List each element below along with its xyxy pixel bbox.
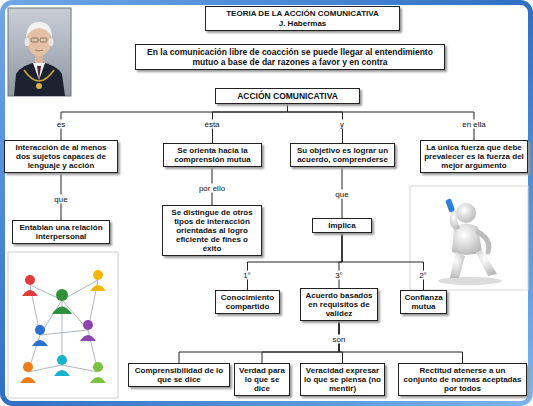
concept-box: Implica [312, 218, 372, 233]
concept-box: Confianza mutua [400, 290, 447, 314]
node-text: Entablan una relación interpersonal [16, 223, 106, 241]
edge-label: ésta [202, 120, 221, 129]
node-text: En la comunicación libre de coacción se … [139, 47, 441, 67]
concept-box: Se distingue de otros tipos de interacci… [162, 205, 262, 256]
node-text: J. Habermas [209, 19, 396, 29]
concept-box: Verdad para lo que se dice [234, 363, 290, 396]
edge-label: es [55, 120, 67, 129]
node-text: Comprensibilidad de lo que se dice [132, 366, 226, 384]
concept-box: Su objetivo es lograr un acuerdo, compre… [290, 143, 395, 167]
edge-label: por ello [197, 184, 227, 193]
concept-box: Conocimiento compartido [215, 290, 280, 314]
node-text: Acuerdo basados en requisitos de validez [304, 291, 374, 318]
node-text: Se orienta hacia la comprensión mutua [167, 146, 258, 164]
edge-label: 1° [241, 271, 253, 280]
node-text: Interacción de al menos dos sujetos capa… [8, 143, 114, 170]
connector [262, 321, 339, 363]
edge-label: 2° [417, 271, 429, 280]
concept-box: ACCIÓN COMUNICATIVA [215, 88, 360, 104]
connector [213, 104, 288, 143]
edge-label: que [333, 190, 350, 199]
concept-box: Acuerdo basados en requisitos de validez [300, 288, 378, 321]
concept-box: Interacción de al menos dos sujetos capa… [4, 140, 118, 173]
edge-label: son [331, 335, 348, 344]
page-frame [3, 3, 531, 404]
node-text: La única fuerza que debe prevalecer es l… [424, 143, 524, 170]
node-text: Confianza mutua [404, 293, 443, 311]
connector [179, 321, 339, 363]
edge-label: y [338, 120, 346, 129]
concept-box: Rectitud atenerse a un conjunto de norma… [398, 363, 527, 396]
people-network-illustration [8, 252, 118, 398]
connector [342, 233, 424, 290]
edge-label: en ella [460, 120, 488, 129]
concept-box: Entablan una relación interpersonal [12, 220, 110, 244]
node-text: Su objetivo es lograr un acuerdo, compre… [294, 146, 391, 164]
concept-box: Veracidad expresar lo que se piensa (no … [300, 363, 385, 396]
node-text: Rectitud atenerse a un conjunto de norma… [402, 366, 523, 393]
portrait-photo [8, 8, 71, 96]
connector [61, 104, 288, 140]
node-text: Verdad para lo que se dice [238, 366, 286, 393]
node-text: Veracidad expresar lo que se piensa (no … [304, 366, 381, 393]
node-text: Implica [316, 221, 368, 230]
connector [288, 104, 475, 140]
concept-box: Comprensibilidad de lo que se dice [128, 363, 230, 387]
node-text: TEORIA DE LA ACCIÓN COMUNICATIVA [209, 9, 396, 19]
concept-box: Se orienta hacia la comprensión mutua [163, 143, 262, 167]
node-text: Se distingue de otros tipos de interacci… [166, 208, 258, 253]
phone-man-illustration [410, 186, 528, 290]
node-text: Conocimiento compartido [219, 293, 276, 311]
edge-label: 3° [333, 271, 345, 280]
concept-box: TEORIA DE LA ACCIÓN COMUNICATIVAJ. Haber… [205, 6, 400, 31]
connector [288, 104, 343, 143]
concept-box: La única fuerza que debe prevalecer es l… [420, 140, 528, 173]
edge-label: que [52, 195, 69, 204]
concept-box: En la comunicación libre de coacción se … [135, 44, 445, 70]
connector [339, 321, 463, 363]
node-text: ACCIÓN COMUNICATIVA [219, 91, 356, 101]
connector [339, 233, 342, 288]
